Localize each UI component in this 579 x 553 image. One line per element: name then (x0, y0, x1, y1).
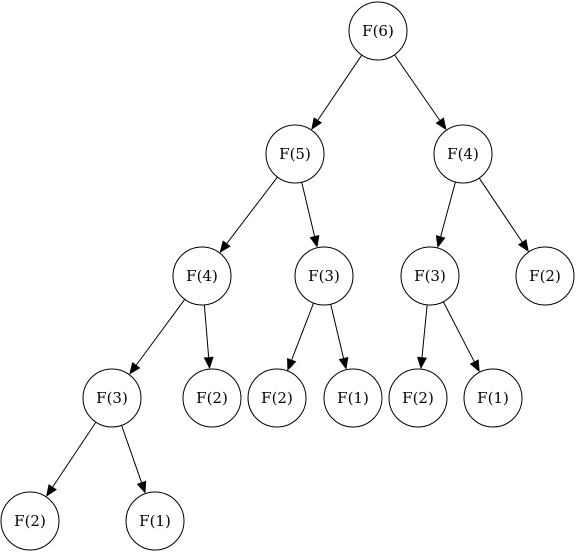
node-label: F(2) (261, 389, 293, 407)
tree-node-n12: F(2) (388, 368, 448, 428)
arrowhead (435, 235, 446, 249)
arrowhead (203, 356, 214, 370)
tree-node-n13: F(1) (463, 368, 523, 428)
tree-node-n2: F(5) (265, 124, 325, 184)
edge-line (203, 304, 210, 358)
edge-n3-to-n6 (435, 181, 456, 249)
node-circle (0, 491, 60, 551)
edge-line (442, 301, 475, 362)
node-circle (182, 368, 242, 428)
edge-n6-to-n12 (417, 304, 428, 370)
node-circle (515, 246, 575, 306)
tree-node-n11: F(1) (323, 368, 383, 428)
arrowhead (338, 356, 349, 370)
edge-n3-to-n7 (478, 177, 529, 252)
node-label: F(1) (337, 389, 369, 407)
edge-line (440, 181, 456, 237)
edge-n4-to-n8 (129, 299, 186, 375)
tree-node-n9: F(2) (182, 368, 242, 428)
edges-layer (46, 54, 529, 497)
arrowhead (46, 484, 57, 497)
node-circle (294, 246, 354, 306)
arrowhead (435, 117, 447, 131)
node-circle (265, 124, 325, 184)
edge-line (478, 177, 523, 243)
tree-node-n15: F(1) (125, 491, 185, 551)
node-circle (348, 1, 408, 61)
edge-n8-to-n14 (46, 421, 97, 497)
edge-n5-to-n10 (287, 302, 315, 371)
tree-node-n7: F(2) (515, 246, 575, 306)
edge-line (317, 54, 363, 121)
edge-n2-to-n5 (301, 182, 320, 248)
edge-n2-to-n4 (219, 176, 278, 253)
edge-line (394, 54, 441, 121)
edge-n1-to-n3 (394, 54, 447, 131)
edge-n1-to-n2 (311, 54, 363, 130)
node-circle (125, 491, 185, 551)
node-label: F(1) (477, 389, 509, 407)
node-circle (323, 368, 383, 428)
tree-node-n6: F(3) (400, 246, 460, 306)
node-label: F(3) (414, 267, 446, 285)
arrowhead (469, 359, 480, 373)
edge-line (291, 302, 315, 360)
arrowhead (311, 117, 323, 130)
tree-node-n4: F(4) (172, 246, 232, 306)
arrowhead (417, 356, 427, 370)
node-label: F(4) (447, 145, 479, 163)
edge-line (52, 421, 97, 488)
node-label: F(3) (308, 267, 340, 285)
node-circle (388, 368, 448, 428)
arrowhead (309, 234, 320, 248)
node-circle (172, 246, 232, 306)
edge-line (421, 304, 428, 358)
arrowhead (129, 362, 141, 375)
node-label: F(2) (402, 389, 434, 407)
tree-node-n14: F(2) (0, 491, 60, 551)
arrowhead (287, 357, 297, 371)
edge-n6-to-n13 (442, 301, 480, 373)
node-circle (463, 368, 523, 428)
edge-line (330, 304, 345, 359)
edge-n5-to-n11 (330, 304, 349, 370)
arrowhead (517, 239, 529, 252)
node-label: F(1) (139, 512, 171, 530)
node-label: F(5) (279, 145, 311, 163)
tree-node-n8: F(3) (82, 368, 142, 428)
edge-line (135, 299, 186, 366)
tree-node-n10: F(2) (247, 368, 307, 428)
arrowhead (136, 480, 147, 494)
node-label: F(6) (362, 22, 394, 40)
node-label: F(3) (96, 389, 128, 407)
node-circle (433, 124, 493, 184)
tree-node-n5: F(3) (294, 246, 354, 306)
node-label: F(4) (186, 267, 218, 285)
node-circle (82, 368, 142, 428)
node-label: F(2) (529, 267, 561, 285)
node-label: F(2) (196, 389, 228, 407)
edge-line (121, 425, 142, 483)
edge-line (301, 182, 316, 237)
tree-node-n3: F(4) (433, 124, 493, 184)
tree-node-n1: F(6) (348, 1, 408, 61)
node-label: F(2) (14, 512, 46, 530)
node-circle (400, 246, 460, 306)
edge-n4-to-n9 (203, 304, 214, 370)
edge-n8-to-n15 (121, 425, 147, 494)
arrowhead (219, 240, 231, 253)
node-circle (247, 368, 307, 428)
edge-line (226, 176, 278, 244)
